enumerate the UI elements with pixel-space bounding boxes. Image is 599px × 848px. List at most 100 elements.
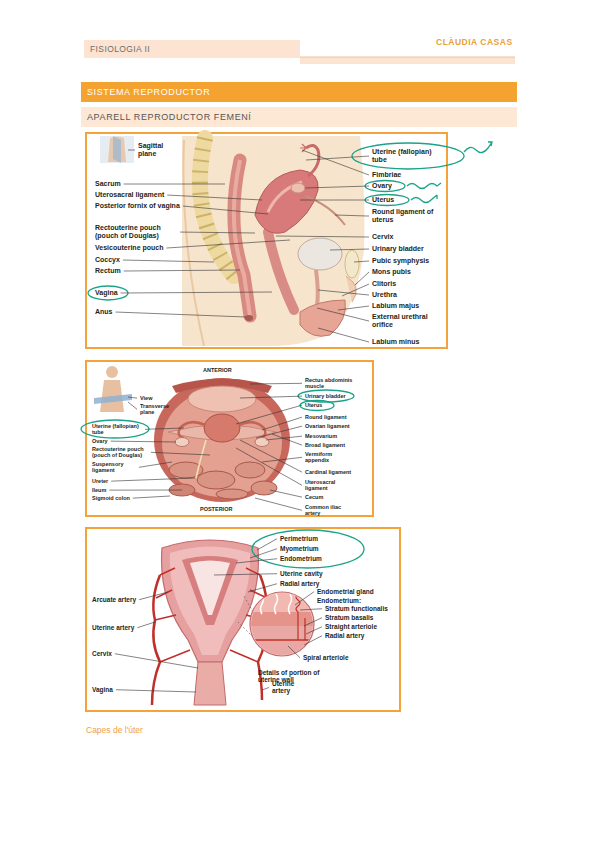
leader-line [167,195,262,200]
part-label: Uterosacral ligament [95,191,164,199]
part-label: Endometrium: [317,597,361,604]
leader-line [335,215,369,216]
leader-line [180,232,255,234]
part-label: Cervix [372,233,393,241]
part-label: Radial artery [280,580,319,587]
leader-line [330,249,369,251]
plane-icon [113,136,121,163]
part-label: Stratum basalis [325,614,373,621]
leader-line [255,498,302,510]
highlight-ellipse [300,401,334,411]
leader-line [302,150,369,175]
part-label: Perimetrium [280,535,318,542]
highlight-ellipse [81,420,149,438]
part-label: Straight arteriole [325,623,377,630]
part-label: Anus [95,308,113,316]
part-label: Uterine artery [92,624,134,631]
part-label: Vagina [92,686,113,693]
section-band: SISTEMA REPRODUCTOR [81,82,517,102]
part-label: Labium majus [372,302,419,310]
part-label: Endometrial gland [317,588,374,595]
leader-line [123,260,214,262]
part-label: Broad ligament [305,442,345,448]
part-label: Vermiform appendix [305,451,345,464]
highlight-squiggle [407,183,441,189]
part-label: Sigmoid colon [92,495,130,501]
person-icon [106,366,118,378]
header-box: FISIOLOGIA II [84,40,300,58]
leader-line [133,496,170,498]
figure-frame [86,133,447,348]
intestine-shape [251,481,277,495]
bladder-shape [298,238,342,270]
leader-line [262,457,302,462]
intestine-shape [235,462,265,478]
part-label: Arcuate artery [92,596,136,603]
part-label: Posterior fornix of vagina [95,202,180,210]
part-label: Myometrium [280,545,319,552]
part-label: Common iliac artery [305,504,349,517]
leader-line [342,284,369,296]
leader-line [139,462,172,467]
leader-line [109,490,182,491]
leader-line [236,559,277,563]
leader-line [318,290,369,295]
leader-line [116,312,247,317]
highlight-ellipse [252,530,364,568]
leader-line [300,200,369,201]
part-label: Ureter [92,478,108,484]
part-label: Mons pubis [372,268,411,276]
leader-line [214,574,277,575]
vagina-shape [268,232,294,310]
leader-line [288,646,300,658]
ovary-shape [175,438,189,447]
ovary-shape [255,438,269,447]
part-label: POSTERIOR [200,506,232,512]
intestine-shape [216,489,248,499]
leader-line [121,292,272,293]
part-label: View [140,395,152,401]
part-label: Cardinal ligament [305,469,351,475]
leader-line [257,539,277,550]
part-label: Urethra [372,291,397,299]
fimbriae-shape [300,144,306,152]
leader-line [240,396,302,398]
leader-line [236,448,302,485]
ureter-shape [196,440,206,478]
ovary-shape [291,183,305,193]
highlight-ellipse [365,195,409,206]
part-label: Urinary bladder [372,245,424,253]
leader-line [262,687,269,690]
pubic-bone [345,250,359,278]
band-text: APARELL REPRODUCTOR FEMENÍ [87,112,251,122]
part-label: Radial artery [325,632,364,639]
gland-shape [261,594,292,614]
leader-line [248,584,277,592]
part-label: Vagina [95,289,118,297]
leader-line [295,592,314,605]
part-label: Uterine (fallopian) tube [372,148,448,164]
leader-line [272,434,302,445]
part-label: Spiral arteriole [303,654,349,661]
part-label: Stratum functionalis [325,605,388,612]
leader-line [318,328,369,342]
highlight-squiggle [464,142,492,153]
part-label: Ovary [92,438,108,444]
part-label: Uterine (fallopian) tube [92,423,142,436]
myometrium-layer [248,626,318,658]
part-label: Clitoris [372,280,396,288]
leader-line [145,428,184,429]
part-label: Cervix [92,650,112,657]
part-label: Uterosacral ligament [305,479,349,492]
leader-line [236,405,302,424]
cervix-vagina-shape [194,662,226,705]
part-label: External urethral orifice [372,313,444,329]
leader-line [166,240,290,248]
leader-line [256,426,302,438]
author-name: CLÀUDIA CASAS [436,38,513,48]
uterus-shape [204,414,240,442]
leader-line [338,306,369,310]
urethra-shape [316,270,318,306]
